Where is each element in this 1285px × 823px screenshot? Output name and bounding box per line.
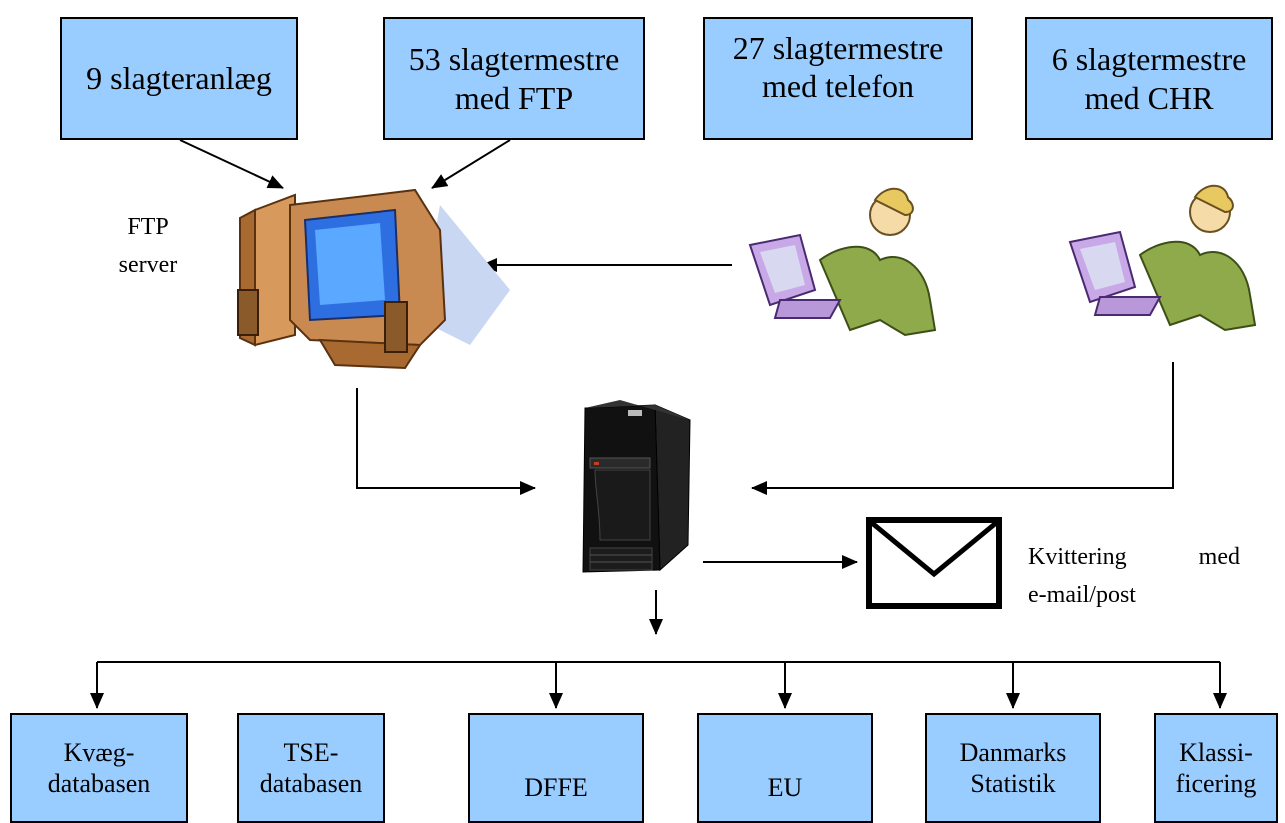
ftp-server-label: FTP server bbox=[118, 214, 178, 279]
target-box-eu: EU bbox=[697, 713, 873, 823]
receipt-word-kvittering: Kvittering bbox=[1028, 544, 1127, 570]
envelope-icon bbox=[866, 517, 1002, 609]
target-box-tse-databasen: TSE- databasen bbox=[237, 713, 385, 823]
receipt-word-med: med bbox=[1198, 544, 1240, 570]
target-label: Klassi- ficering bbox=[1175, 737, 1257, 798]
target-box-kvaegdatabasen: Kvæg- databasen bbox=[10, 713, 188, 823]
target-label: DFFE bbox=[524, 772, 588, 802]
target-label: Danmarks Statistik bbox=[959, 737, 1067, 798]
target-label: TSE- databasen bbox=[259, 737, 363, 798]
ftp-server-computer-icon bbox=[237, 188, 510, 370]
target-box-dffe: DFFE bbox=[468, 713, 644, 823]
source-label: 6 slagtermestre med CHR bbox=[1051, 41, 1247, 116]
target-box-danmarks-statistik: Danmarks Statistik bbox=[925, 713, 1101, 823]
receipt-label: Kvittering med e-mail/post bbox=[1028, 538, 1240, 615]
source-label: 27 slagtermestre med telefon bbox=[732, 30, 944, 105]
receipt-line-2: e-mail/post bbox=[1028, 582, 1136, 609]
target-label: EU bbox=[767, 772, 803, 802]
target-label: Kvæg- databasen bbox=[47, 737, 151, 798]
source-box-slagteranlaeg: 9 slagteranlæg bbox=[60, 17, 298, 140]
target-box-klassificering: Klassi- ficering bbox=[1154, 713, 1278, 823]
source-label: 53 slagtermestre med FTP bbox=[408, 41, 620, 116]
telephone-operator-icon bbox=[748, 187, 937, 337]
arrow-chr-to-mainframe bbox=[751, 362, 1174, 495]
source-box-ftp: 53 slagtermestre med FTP bbox=[383, 17, 645, 140]
source-box-chr: 6 slagtermestre med CHR bbox=[1025, 17, 1273, 140]
arrow-ftp-to-mainframe bbox=[356, 388, 536, 495]
arrow-ftp-users-to-ftp bbox=[431, 139, 511, 189]
arrow-slagteranlaeg-to-ftp bbox=[179, 139, 284, 189]
source-box-telefon: 27 slagtermestre med telefon bbox=[703, 17, 973, 140]
chr-operator-icon bbox=[1068, 184, 1257, 332]
source-label: 9 slagteranlæg bbox=[86, 60, 272, 97]
mainframe-server-icon bbox=[582, 400, 691, 573]
